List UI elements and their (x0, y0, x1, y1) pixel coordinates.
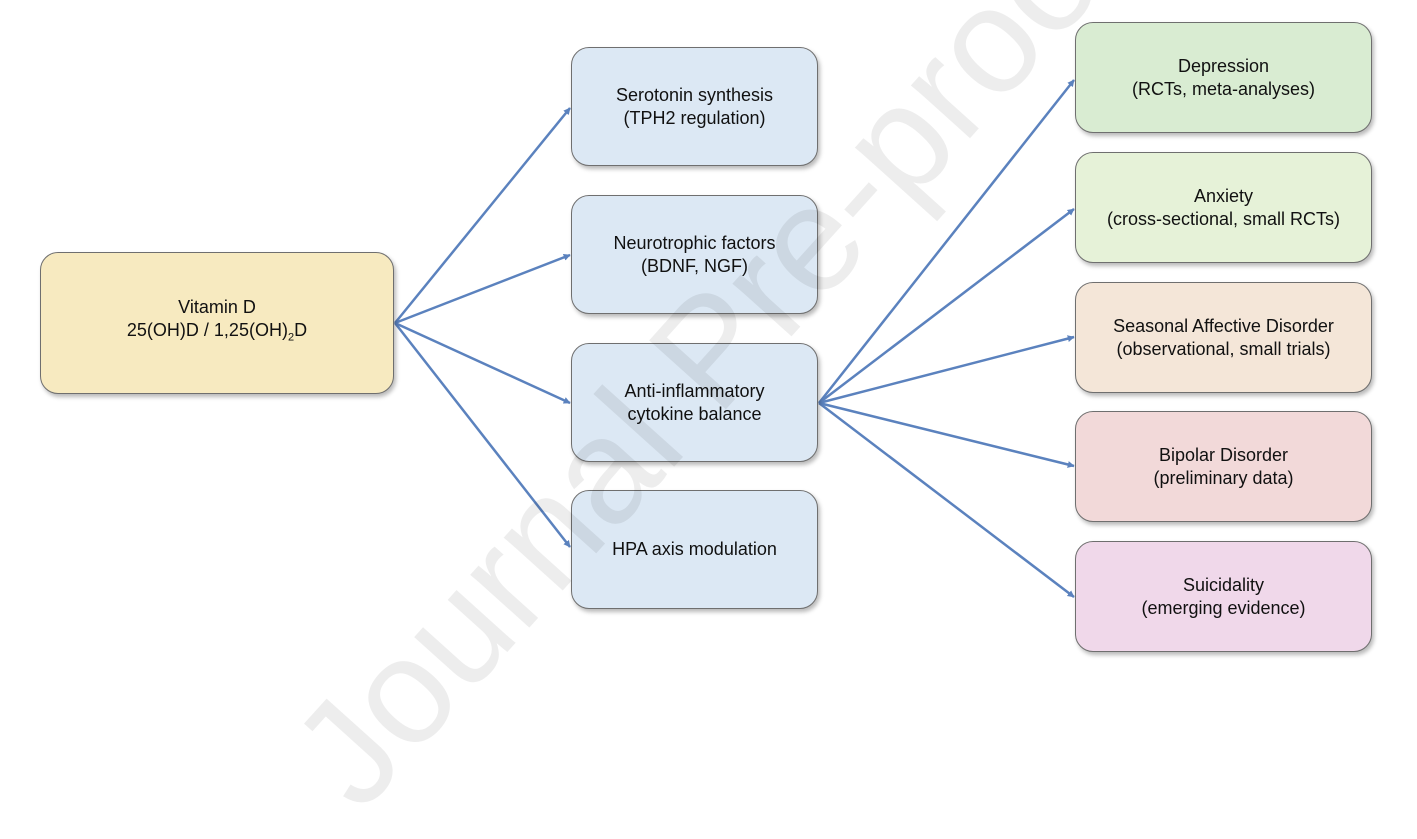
vitamin-d-title: Vitamin D (178, 297, 256, 318)
serotonin-detail: (TPH2 regulation) (623, 107, 766, 128)
vitamin-d-forms-main: 25(OH)D / 1,25(OH) (126, 320, 288, 341)
suicidality-title: Suicidality (1182, 574, 1265, 595)
bipolar-evidence: (preliminary data) (1153, 467, 1294, 488)
depression-box: Depression (RCTs, meta-analyses) (1075, 22, 1372, 133)
sad-evidence: (observational, small trials) (1116, 338, 1331, 359)
serotonin-title: Serotonin synthesis (615, 84, 774, 105)
anti-inflammatory-line2: cytokine balance (627, 403, 762, 424)
arrow-anti-to-depression (818, 79, 1075, 404)
sad-title: Seasonal Affective Disorder (1113, 315, 1334, 336)
neurotrophic-factors-box: Neurotrophic factors (BDNF, NGF) (571, 195, 818, 314)
hpa-axis-box: HPA axis modulation (571, 490, 818, 609)
vitamin-d-forms: 25(OH)D / 1,25(OH)2D (127, 319, 307, 350)
depression-title: Depression (1177, 55, 1270, 76)
arrow-vitd-to-serotonin (394, 107, 571, 324)
bipolar-disorder-box: Bipolar Disorder (preliminary data) (1075, 411, 1372, 522)
arrow-vitd-to-neurotrophic (394, 253, 571, 325)
vitamin-d-box: Vitamin D 25(OH)D / 1,25(OH)2D (40, 252, 394, 394)
arrow-anti-to-sad (818, 335, 1075, 405)
neurotrophic-title: Neurotrophic factors (613, 232, 776, 253)
arrow-anti-to-suicidality (818, 402, 1075, 598)
arrow-vitd-to-hpa (394, 322, 571, 548)
connector-layer (394, 79, 1075, 598)
depression-evidence: (RCTs, meta-analyses) (1131, 78, 1316, 99)
arrow-anti-to-bipolar (818, 401, 1075, 468)
vitamin-d-forms-subscript: 2 (287, 331, 295, 344)
serotonin-synthesis-box: Serotonin synthesis (TPH2 regulation) (571, 47, 818, 166)
hpa-title: HPA axis modulation (612, 539, 777, 559)
anxiety-evidence: (cross-sectional, small RCTs) (1106, 208, 1341, 229)
anxiety-box: Anxiety (cross-sectional, small RCTs) (1075, 152, 1372, 263)
suicidality-evidence: (emerging evidence) (1141, 597, 1306, 618)
anti-inflammatory-box: Anti-inflammatory cytokine balance (571, 343, 818, 462)
anti-inflammatory-line1: Anti-inflammatory (624, 380, 765, 401)
seasonal-affective-disorder-box: Seasonal Affective Disorder (observation… (1075, 282, 1372, 393)
vitamin-d-forms-suffix: D (294, 320, 308, 341)
suicidality-box: Suicidality (emerging evidence) (1075, 541, 1372, 652)
arrow-anti-to-anxiety (818, 208, 1075, 404)
neurotrophic-detail: (BDNF, NGF) (641, 255, 748, 276)
arrow-vitd-to-anti-inflammatory (394, 321, 571, 405)
bipolar-title: Bipolar Disorder (1158, 444, 1289, 465)
anxiety-title: Anxiety (1193, 185, 1254, 206)
